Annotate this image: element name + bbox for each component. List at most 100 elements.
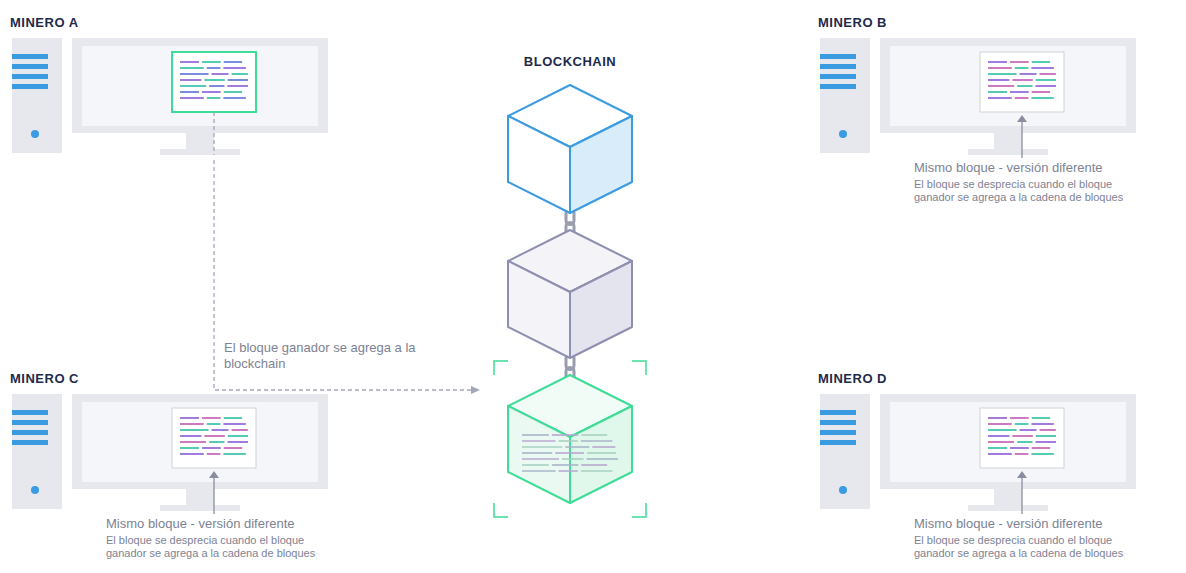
text-stroke [207,67,221,69]
text-stroke [207,97,221,99]
text-stroke [522,452,552,454]
power-light [839,130,847,138]
text-stroke [555,452,584,454]
text-stroke [227,85,248,87]
text-stroke [204,435,224,437]
cube-face [570,116,632,213]
text-stroke [552,464,578,466]
drive-bay [820,410,856,415]
text-stroke [223,423,245,425]
drive-bay [820,54,856,59]
text-stroke [204,79,224,81]
text-stroke [1032,447,1050,449]
text-stroke [581,470,613,472]
text-stroke [1010,447,1029,449]
monitor-base [968,505,1048,511]
caption-body: El bloque se desprecia cuando el bloque … [106,534,342,560]
computer-illustration [12,394,328,514]
text-stroke [988,417,1007,419]
text-stroke [1031,97,1053,99]
caption-heading: Mismo bloque - versión diferente [106,516,342,532]
monitor-neck [186,489,214,505]
monitor-neck [994,489,1022,505]
caption-group: Mismo bloque - versión diferenteEl bloqu… [914,160,1150,204]
dashed-stub [213,112,214,155]
text-stroke [1020,73,1037,75]
text-stroke [180,79,201,81]
text-stroke [565,446,589,448]
text-stroke [202,61,221,63]
selection-bracket [494,361,646,517]
power-light [31,130,39,138]
drive-bay [12,430,48,435]
miner-heading: MINERO D [818,368,1148,388]
cube-face [570,261,632,358]
text-stroke [1031,453,1053,455]
drive-bay [820,440,856,445]
text-stroke [180,61,199,63]
text-stroke [1031,67,1053,69]
drive-bay [12,74,48,79]
text-stroke [180,453,204,455]
text-stroke [1010,417,1029,419]
text-stroke [1032,417,1050,419]
text-stroke [207,423,221,425]
caption-heading: Mismo bloque - versión diferente [914,160,1150,176]
leader-arrow [1017,115,1027,122]
tower-case [12,394,62,509]
leader-line [1021,118,1022,158]
text-stroke [180,67,204,69]
text-stroke [212,429,229,431]
text-stroke [988,423,1012,425]
text-stroke [559,470,578,472]
cube-face [570,406,632,503]
monitor-frame [72,38,328,133]
monitor-screen [890,402,1126,482]
text-stroke [180,85,206,87]
monitor-screen [82,402,318,482]
monitor-base [160,149,240,155]
caption-heading: Mismo bloque - versión diferente [914,516,1150,532]
text-stroke [1020,429,1037,431]
leader-arrow [1017,471,1027,478]
text-stroke [581,464,607,466]
tower-case [820,394,870,509]
text-stroke [180,91,199,93]
caption-group: Mismo bloque - versión diferente El bloqu… [106,516,342,560]
leader-line [213,474,214,514]
blockchain-group: BLOCKCHAIN [480,48,660,518]
text-stroke [1040,429,1056,431]
text-stroke [1035,85,1056,87]
monitor-frame [880,394,1136,489]
tower-case [12,38,62,153]
monitor-frame [72,394,328,489]
power-light [31,486,39,494]
text-stroke [180,73,209,75]
miner-heading: MINERO B [818,12,1148,32]
text-stroke [988,85,1014,87]
text-stroke [522,470,556,472]
cube-face [508,406,570,503]
computer-illustration [820,394,1136,514]
text-stroke [212,73,229,75]
caption-body: El bloque se desprecia cuando el bloque … [914,534,1150,560]
text-stroke [228,79,248,81]
drive-bay [12,54,48,59]
leader-arrow [209,471,219,478]
block-document [172,52,256,112]
cube-column [480,48,660,518]
drive-bay [820,64,856,69]
drive-bay [820,420,856,425]
text-stroke [223,453,245,455]
drive-bay [12,84,48,89]
miner-computer: MINERO CMismo bloque - versión diferente… [10,368,340,560]
text-stroke [587,458,618,460]
text-stroke [522,446,562,448]
text-stroke [1015,423,1029,425]
text-stroke [1010,91,1029,93]
monitor-frame [880,38,1136,133]
drive-bay [12,420,48,425]
text-stroke [228,435,248,437]
miner-computer: MINERO A [10,12,340,160]
computer-drawing [818,38,1148,160]
